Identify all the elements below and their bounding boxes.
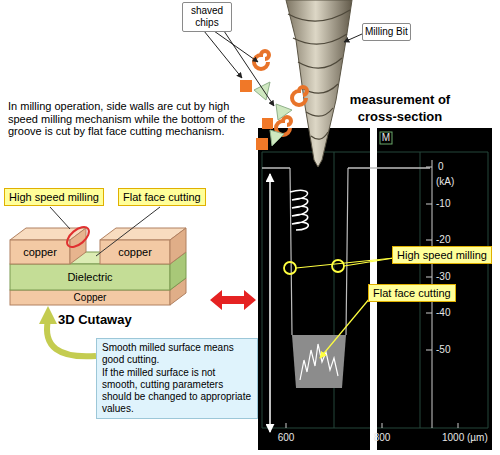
node-text: copper [118, 246, 152, 258]
marker-box [380, 132, 392, 144]
leader-line [50, 207, 70, 229]
measurement-panel [258, 128, 492, 450]
axis-value: 600 [272, 432, 300, 444]
leader-line [320, 298, 370, 358]
bottom-profile [300, 344, 338, 380]
depth-arrow [269, 174, 271, 432]
chip-square [240, 80, 252, 92]
node-text: High speed milling [397, 248, 487, 262]
chip-triangle [270, 130, 284, 146]
chips [240, 51, 307, 150]
bit-flutes [288, 10, 350, 139]
callout-label: High speed milling [392, 246, 492, 264]
dielectric-layer: Dielectric [10, 264, 170, 290]
axis-value: -50 [436, 344, 450, 356]
node-text: Flat face cutting [373, 286, 451, 300]
groove-wall [290, 168, 348, 335]
highlight-circle [332, 260, 344, 272]
axis-value: 800 [368, 432, 396, 444]
curved-arrow-head [39, 306, 57, 324]
node-text: High speed milling [9, 190, 99, 204]
surface-line [262, 167, 430, 169]
callout-box: Milling Bit [362, 23, 411, 41]
copper-block [170, 228, 186, 264]
axis-value: -40 [436, 307, 450, 319]
callout-label: High speed milling [4, 188, 104, 206]
marker-text: M [380, 132, 392, 144]
dielectric-slab [10, 264, 170, 290]
leader-line [296, 258, 394, 268]
axis-value: 1000 (µm) [442, 432, 488, 444]
pointer-arrow [224, 31, 274, 106]
callout-label: Flat face cutting [368, 284, 456, 302]
copper-layer: Copper [10, 290, 170, 305]
groove-bottom [292, 335, 346, 388]
axis-ticks [286, 423, 458, 428]
double-arrow [210, 290, 256, 310]
leader-line [344, 258, 394, 266]
chip-square [256, 138, 268, 150]
node-text: Copper [74, 292, 107, 303]
axis-value: -30 [436, 271, 450, 283]
copper-layer: copper [10, 240, 70, 264]
note-box: Smooth milled surface means good cutting… [96, 338, 258, 419]
callout-label: Flat face cutting [118, 188, 206, 206]
node-text: Smooth milled surface means good cutting… [102, 342, 252, 366]
copper-layer: copper [100, 240, 170, 264]
milling-bit [286, 0, 352, 167]
node-text: Dielectric [67, 271, 112, 283]
chip-curl [254, 51, 269, 69]
panel-heading: measurement of cross-section [340, 91, 460, 125]
copper-slab [10, 290, 170, 305]
node-text: Flat face cutting [123, 190, 201, 204]
copper-block [100, 240, 170, 264]
pointer-arrow [214, 31, 258, 62]
axis-value: -10 [436, 198, 450, 210]
spiral-symbol [290, 190, 308, 230]
node-text: copper [23, 246, 57, 258]
axis-unit: (kA) [436, 176, 454, 188]
axis-value: 0 [438, 161, 444, 173]
chip-square [262, 118, 273, 129]
description-text: In milling operation, side walls are cut… [8, 100, 246, 138]
pointer-arrow [344, 34, 362, 42]
node-text: shaved chips [185, 5, 229, 29]
illustration-caption: 3D Cutaway [58, 312, 132, 327]
chip-triangle [276, 104, 292, 120]
node-text: If the milled surface is not smooth, cut… [102, 367, 252, 415]
pointer-arrow [204, 31, 242, 78]
chip-curl [292, 87, 307, 105]
axis-value: -20 [436, 234, 450, 246]
highlight-circle [284, 262, 296, 274]
callout-box: shaved chips [182, 2, 232, 32]
node-text: Milling Bit [365, 26, 408, 38]
copper-block [10, 240, 70, 264]
